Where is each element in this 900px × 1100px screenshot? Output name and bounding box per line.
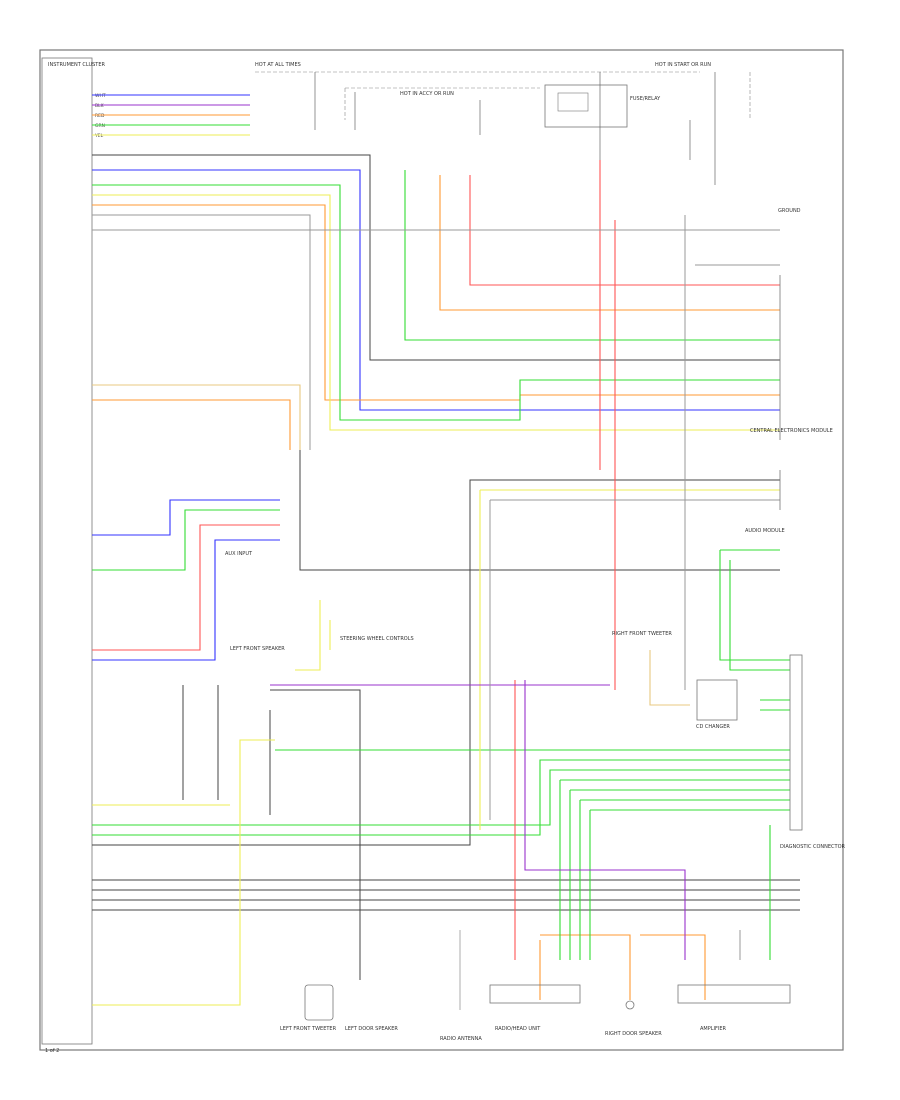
svg-text:RED: RED: [95, 113, 105, 119]
diag-connector: DIAGNOSTIC CONNECTOR: [780, 654, 846, 850]
left-door-speaker-label: LEFT DOOR SPEAKER: [345, 1026, 398, 1032]
left-speaker-mid-label: LEFT FRONT SPEAKER: [230, 646, 285, 652]
left-tweeter-label: LEFT FRONT TWEETER: [280, 1026, 337, 1032]
right-tweeter-label: RIGHT FRONT TWEETER: [612, 631, 672, 637]
wires-blue: [92, 94, 780, 661]
amplifier: AMPLIFIER: [677, 984, 791, 1032]
fuse-block: FUSE/RELAY: [255, 71, 751, 185]
main-module-pins: WHT BLK RED GRN YEL: [94, 93, 106, 139]
svg-text:GRN: GRN: [95, 123, 105, 129]
cd-changer: CD CHANGER: [696, 679, 738, 730]
aux-input-label: AUX INPUT: [225, 551, 253, 557]
cd-changer-label: CD CHANGER: [696, 724, 730, 730]
ground-label: GROUND: [778, 208, 801, 214]
wires-tan: [92, 384, 690, 706]
right-door-speaker-label: RIGHT DOOR SPEAKER: [605, 1031, 662, 1037]
wires-yellow: [92, 134, 780, 1006]
antenna: RADIO ANTENNA: [440, 930, 482, 1042]
svg-text:WHT: WHT: [95, 93, 106, 99]
wires-gray: [92, 214, 780, 960]
steering-wheel-label: STEERING WHEEL CONTROLS: [340, 636, 414, 642]
central-module-label: CENTRAL ELECTRONICS MODULE: [750, 428, 833, 434]
top-mid-fuse-label: HOT IN ACCY OR RUN: [400, 91, 454, 97]
antenna-label: RADIO ANTENNA: [440, 1036, 482, 1042]
central-module: CENTRAL ELECTRONICS MODULE: [750, 275, 833, 440]
right-door-speaker: RIGHT DOOR SPEAKER: [605, 1000, 662, 1037]
diagram-frame: [39, 49, 844, 1051]
head-unit: RADIO/HEAD UNIT: [489, 984, 581, 1032]
relay-label: FUSE/RELAY: [630, 96, 661, 102]
main-module-label: INSTRUMENT CLUSTER: [48, 62, 106, 68]
wires-green: [92, 124, 790, 960]
svg-text:BLK: BLK: [95, 103, 105, 109]
wires-black: [92, 154, 800, 980]
wires-violet: [92, 104, 686, 960]
left-door-speaker: LEFT DOOR SPEAKER: [345, 1026, 398, 1032]
page-number: 1 of 2: [45, 1048, 59, 1054]
diag-connector-label: DIAGNOSTIC CONNECTOR: [780, 844, 846, 850]
left-tweeter: LEFT FRONT TWEETER: [280, 984, 337, 1032]
svg-text:YEL: YEL: [94, 133, 104, 139]
top-right-fuse-label: HOT IN START OR RUN: [655, 62, 711, 68]
audio-module-label: AUDIO MODULE: [745, 528, 785, 534]
main-module: INSTRUMENT CLUSTER: [41, 57, 106, 1045]
wires-red: [92, 160, 780, 960]
audio-module: AUDIO MODULE: [745, 470, 785, 534]
amplifier-label: AMPLIFIER: [700, 1026, 727, 1032]
top-left-fuse-label: HOT AT ALL TIMES: [255, 62, 301, 68]
wires-orange: [92, 114, 780, 1000]
head-unit-label: RADIO/HEAD UNIT: [495, 1026, 541, 1032]
